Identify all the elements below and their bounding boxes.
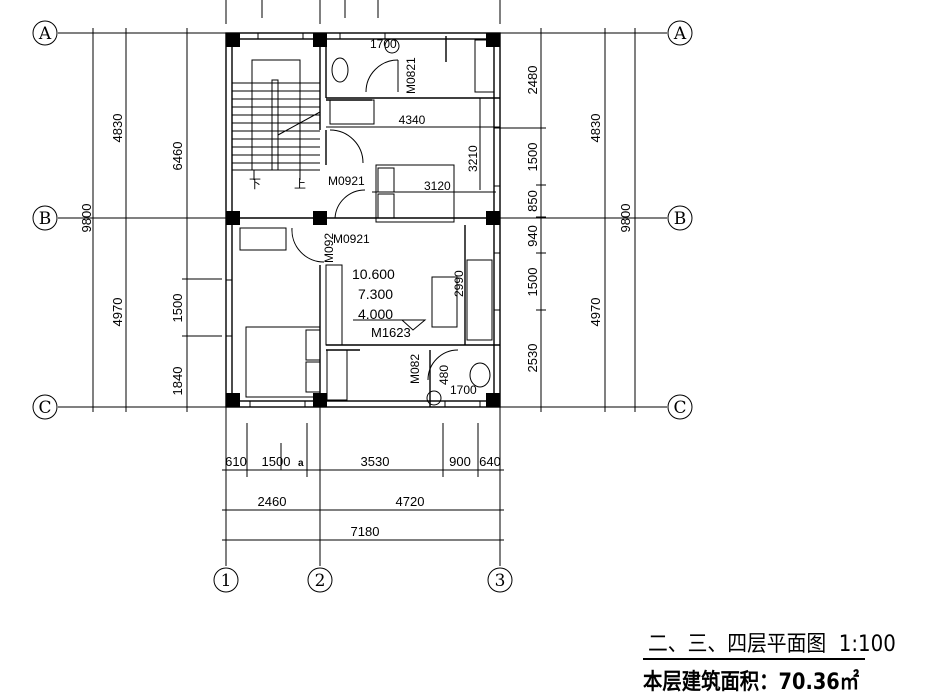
axis-bubble-2: 2 bbox=[315, 571, 326, 591]
dim-left-total: 9800 bbox=[79, 204, 94, 233]
bedroom-top-depth: 3210 bbox=[466, 145, 480, 172]
dim-left-ab: 4830 bbox=[110, 114, 125, 143]
dim-right-inner-2: 1500 bbox=[525, 143, 540, 172]
bedroom-top-width: 4340 bbox=[399, 113, 426, 127]
dim-right-inner-6: 2530 bbox=[525, 344, 540, 373]
door-label-bedroom-left: M0921 bbox=[333, 232, 370, 246]
top-extension-lines bbox=[225, 0, 501, 24]
dim-bottom-total: 7180 bbox=[351, 524, 380, 539]
door-label-bath-bottom: M082 bbox=[408, 354, 422, 384]
walls bbox=[225, 32, 501, 408]
stair-up-label: 上 bbox=[294, 177, 306, 191]
dim-right-inner-4: 940 bbox=[525, 225, 540, 247]
bath-bottom-width: 1700 bbox=[450, 383, 477, 397]
dim-right-inner-1: 2480 bbox=[525, 66, 540, 95]
dim-bottom-4720: 4720 bbox=[396, 494, 425, 509]
dim-bottom-3: 3530 bbox=[361, 454, 390, 469]
elevation-marker bbox=[353, 319, 427, 331]
dim-left-bc: 4970 bbox=[110, 298, 125, 327]
dim-right-total: 9800 bbox=[618, 204, 633, 233]
dim-right-bc: 4970 bbox=[588, 298, 603, 327]
dim-bottom-4: 900 bbox=[449, 454, 471, 469]
door-label-bedroom-left-vertical: M092 bbox=[322, 233, 336, 263]
dim-bottom-5: 640 bbox=[479, 454, 501, 469]
door-label-main: M1623 bbox=[371, 325, 411, 340]
staircase bbox=[232, 59, 321, 180]
right-dimensions bbox=[536, 28, 636, 412]
elevation-1: 10.600 bbox=[352, 266, 395, 282]
dim-left-inner-1: 6460 bbox=[170, 142, 185, 171]
door-swings bbox=[291, 59, 459, 381]
axis-bubble-b-left: B bbox=[39, 209, 52, 229]
furniture bbox=[239, 38, 495, 406]
dim-bottom-2: 1500 bbox=[262, 454, 291, 469]
dim-right-inner-5: 1500 bbox=[525, 268, 540, 297]
windows bbox=[225, 32, 501, 408]
dim-right-inner-3: 850 bbox=[525, 190, 540, 212]
dim-bottom-mark: a bbox=[298, 458, 304, 469]
axis-bubble-b-right: B bbox=[674, 209, 687, 229]
bath-bottom-dim: 480 bbox=[437, 365, 451, 385]
axis-bubble-a-left: A bbox=[38, 24, 52, 44]
structural-columns bbox=[226, 33, 500, 407]
elevation-2: 7.300 bbox=[358, 286, 393, 302]
sofa-width: 2990 bbox=[452, 270, 466, 297]
left-dimensions bbox=[88, 28, 546, 412]
dim-bottom-1: 610 bbox=[225, 454, 247, 469]
axis-bubble-1: 1 bbox=[221, 571, 232, 591]
dim-left-inner-2: 1500 bbox=[170, 294, 185, 323]
door-label-bath-top: M0821 bbox=[404, 57, 418, 94]
axis-bubble-c-left: C bbox=[38, 398, 51, 418]
title-underline bbox=[643, 658, 865, 660]
bed-width: 3120 bbox=[424, 179, 451, 193]
dim-bottom-2460: 2460 bbox=[258, 494, 287, 509]
door-label-bedroom-top: M0921 bbox=[328, 174, 365, 188]
dim-right-ab: 4830 bbox=[588, 114, 603, 143]
axis-bubble-3: 3 bbox=[495, 571, 506, 591]
axis-bubble-a-right: A bbox=[673, 24, 687, 44]
floor-area: 本层建筑面积：70.36㎡ bbox=[643, 670, 860, 695]
bath-top-width: 1700 bbox=[370, 37, 397, 51]
elevation-3: 4.000 bbox=[358, 306, 393, 322]
bottom-dimensions bbox=[222, 423, 504, 541]
stair-down-label: 下 bbox=[249, 177, 261, 191]
drawing-title: 二、三、四层平面图 1:100 bbox=[648, 632, 896, 657]
axis-bubble-c-right: C bbox=[673, 398, 686, 418]
dim-left-inner-3: 1840 bbox=[170, 367, 185, 396]
